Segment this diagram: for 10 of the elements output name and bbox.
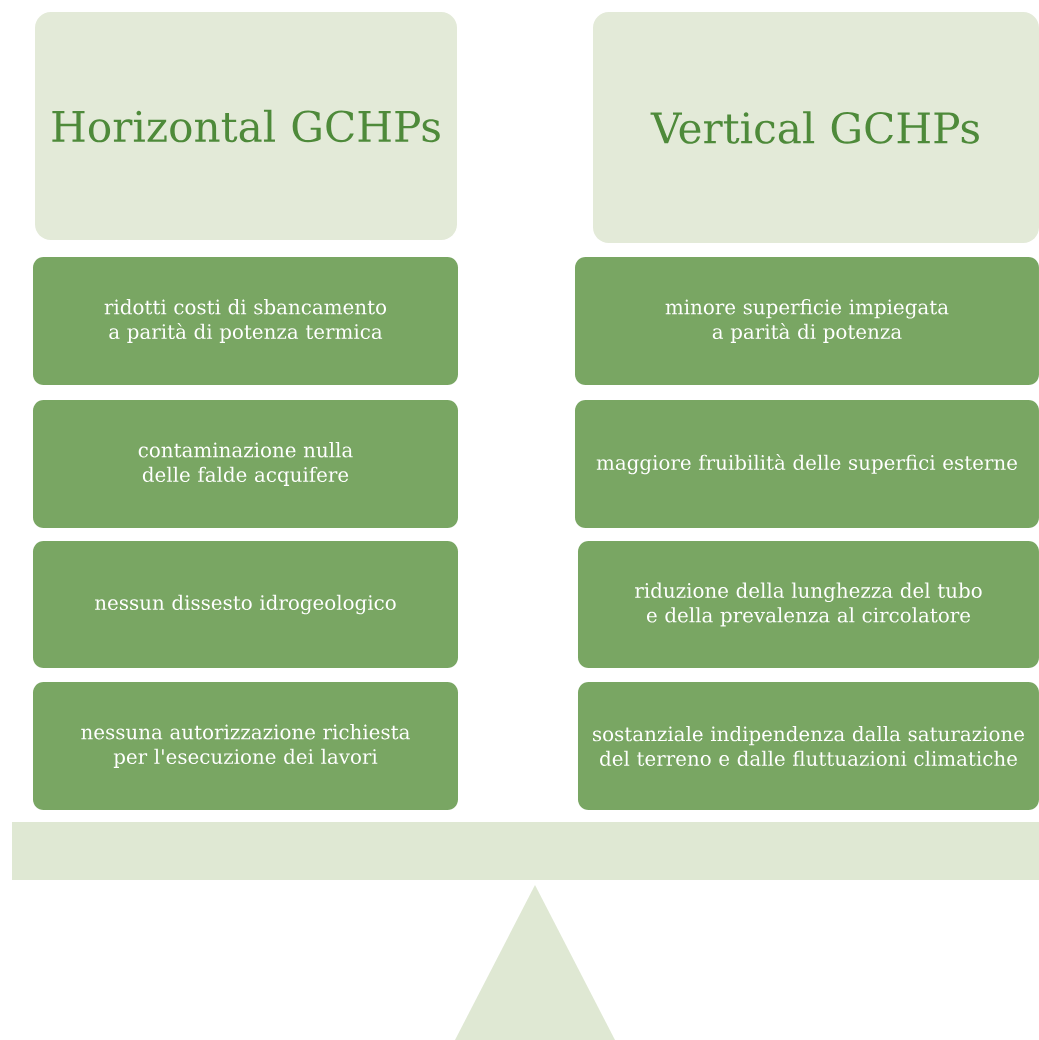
- benefit-box: contaminazione nulla delle falde acquifere: [33, 400, 458, 528]
- benefit-box: maggiore fruibilità delle superfici esterne: [575, 400, 1039, 528]
- benefit-box: minore superficie impiegata a parità di potenza: [575, 257, 1039, 385]
- benefit-box: riduzione della lunghezza del tubo e della prevalenza al circolatore: [578, 541, 1039, 668]
- benefit-box: ridotti costi di sbancamento a parità di potenza termica: [33, 257, 458, 385]
- benefit-box: nessun dissesto idrogeologico: [33, 541, 458, 668]
- benefit-box: nessuna autorizzazione richiesta per l'esecuzione dei lavori: [33, 682, 458, 810]
- benefit-box: sostanziale indipendenza dalla saturazione del terreno e dalle fluttuazioni climatiche: [578, 682, 1039, 810]
- head-box: Vertical GCHPs: [593, 12, 1039, 243]
- head-box: Horizontal GCHPs: [35, 12, 457, 240]
